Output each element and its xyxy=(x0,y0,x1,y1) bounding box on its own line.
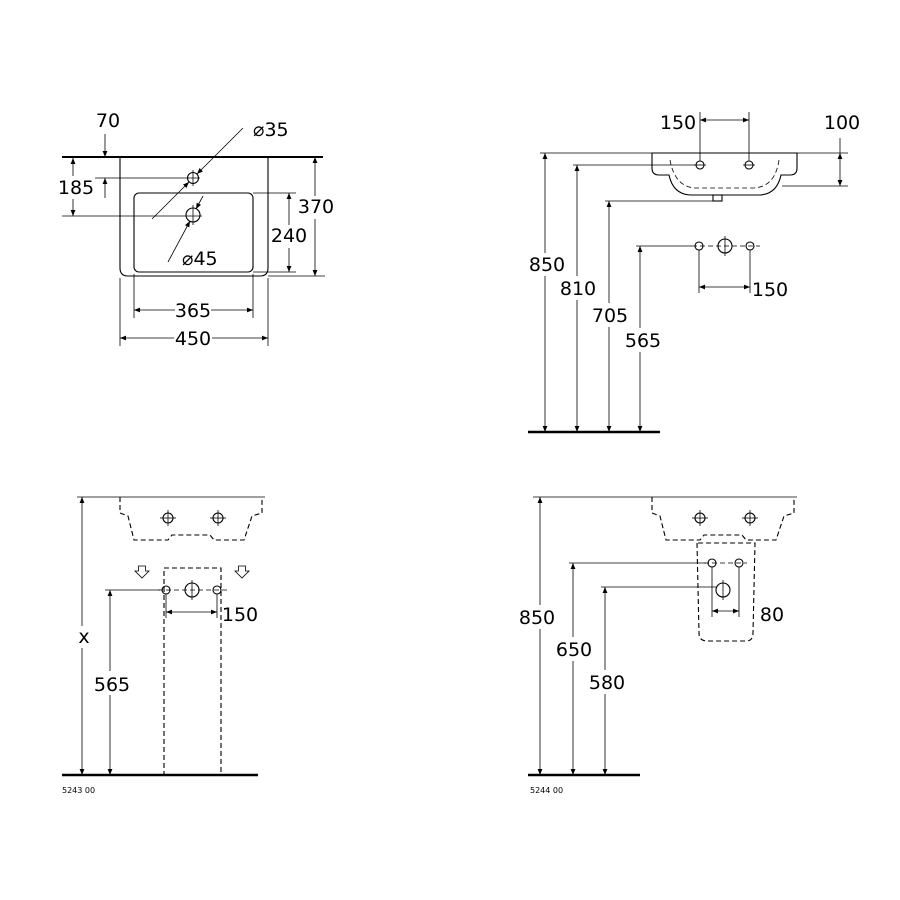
dimension-label: 650 xyxy=(556,639,592,661)
dimension-waste-outlet-height: 705 xyxy=(592,200,713,432)
dimension-supply-spacing: 150 xyxy=(165,594,258,626)
tap-hole-right xyxy=(742,510,758,526)
arrow-down-icon xyxy=(234,565,250,579)
tap-hole-left xyxy=(160,510,176,526)
dimension-label: 450 xyxy=(175,328,211,350)
dimension-supply-height: 650 xyxy=(556,562,706,775)
half-pedestal-view: 80 850 650 580 5244 00 xyxy=(519,496,797,795)
tap-hole-right xyxy=(210,510,226,526)
dimension-supply-height: 565 xyxy=(94,589,160,775)
dimension-tap-hole-spacing: 150 xyxy=(660,112,750,161)
dimension-label: 705 xyxy=(592,305,628,327)
arrow-down-icon xyxy=(134,565,150,579)
basin-outline xyxy=(119,157,269,277)
dimension-label: 365 xyxy=(175,300,211,322)
dimension-label: 150 xyxy=(222,604,258,626)
bowl-outline xyxy=(133,192,254,273)
dimension-label: 150 xyxy=(660,112,696,134)
dimension-label: 370 xyxy=(298,196,334,218)
dimension-label: x xyxy=(78,626,89,648)
dimension-supply-spacing: 150 xyxy=(698,250,788,301)
dimension-rim-height: 850 xyxy=(529,153,565,432)
dimension-tap-hole-distance: 70 xyxy=(96,110,120,198)
basin-hidden-outline xyxy=(651,497,795,541)
dimension-label: ⌀35 xyxy=(253,119,289,141)
dimension-waste-diameter: ⌀45 xyxy=(167,195,218,270)
dimension-rim-height: 850 xyxy=(519,497,555,775)
dimension-label: 100 xyxy=(824,112,860,134)
dimension-overall-depth: 370 xyxy=(298,157,334,276)
side-view: 150 100 850 810 705 xyxy=(528,112,860,434)
dimension-waste-distance: 185 xyxy=(58,158,94,216)
dimension-rim-height-offset: 100 xyxy=(782,112,860,187)
dimension-rim-height: x xyxy=(78,497,90,775)
dimension-supply-spacing: 80 xyxy=(711,567,784,626)
article-code: 5244 00 xyxy=(530,786,563,795)
dimension-label: 810 xyxy=(560,278,596,300)
top-view: 70 ⌀35 185 370 240 ⌀ xyxy=(58,110,334,350)
article-code: 5243 00 xyxy=(62,786,95,795)
dimension-bowl-width: 365 xyxy=(134,300,253,322)
basin-profile xyxy=(651,152,798,196)
dimension-label: ⌀45 xyxy=(182,248,218,270)
pedestal-view: 150 x 565 5243 00 xyxy=(62,496,265,795)
dimension-label: 850 xyxy=(519,607,555,629)
dimension-label: 185 xyxy=(58,177,94,199)
dimension-label: 240 xyxy=(271,225,307,247)
dimension-label: 580 xyxy=(589,672,625,694)
dimension-label: 565 xyxy=(94,674,130,696)
dimension-overall-width: 450 xyxy=(120,328,268,350)
tap-hole-left xyxy=(692,510,708,526)
dimension-waste-height: 580 xyxy=(589,586,716,775)
dimension-label: 565 xyxy=(625,330,661,352)
dimension-supply-height: 565 xyxy=(625,245,692,432)
dimension-label: 80 xyxy=(760,604,784,626)
waste-outlet xyxy=(712,194,723,202)
basin-hidden-outline xyxy=(119,497,263,541)
dimension-label: 70 xyxy=(96,110,120,132)
dimension-label: 150 xyxy=(752,279,788,301)
dimension-tap-hole-height: 810 xyxy=(560,164,696,432)
dimension-tap-hole-diameter: ⌀35 xyxy=(151,119,289,220)
waste-hole xyxy=(185,205,201,225)
dimension-label: 850 xyxy=(529,254,565,276)
dimension-bowl-depth: 240 xyxy=(271,193,307,272)
